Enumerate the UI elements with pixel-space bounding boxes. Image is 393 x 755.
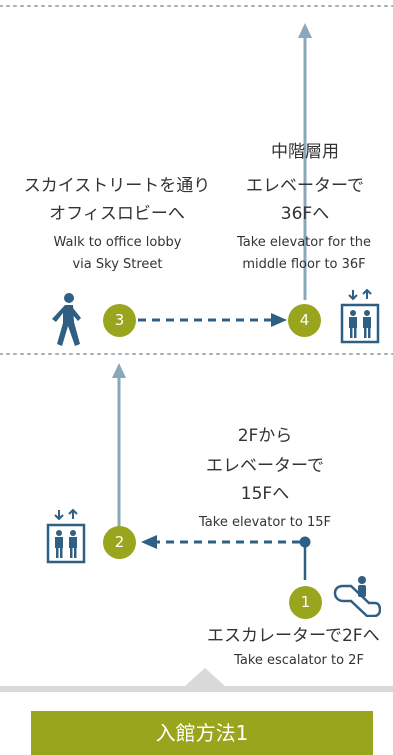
step2-en: Take elevator to 15F bbox=[199, 515, 331, 530]
step2-ja-line1: 2Fから bbox=[237, 426, 293, 446]
footer-pointer bbox=[185, 668, 225, 686]
arrowhead-up-15f bbox=[112, 363, 126, 378]
arrowhead-left bbox=[141, 535, 157, 549]
step3-ja-line2: オフィスロビーへ bbox=[49, 204, 185, 224]
step-badge-2: 2 bbox=[103, 526, 136, 559]
step2-ja-line2: エレベーターで bbox=[206, 456, 324, 476]
step4-ja-line1: 中階層用 bbox=[271, 142, 339, 162]
step3-en-line1: Walk to office lobby bbox=[53, 235, 182, 250]
footer-title: 入館方法1 bbox=[31, 711, 373, 755]
step4-en-line2: middle floor to 36F bbox=[242, 257, 366, 272]
step3-ja-line1: スカイストリートを通り bbox=[23, 176, 211, 196]
step1-ja: エスカレーターで2Fへ bbox=[207, 626, 380, 646]
step-badge-1: 1 bbox=[289, 586, 322, 619]
elevator-icon bbox=[46, 508, 86, 564]
step-badge-4: 4 bbox=[288, 304, 321, 337]
walking-person-icon bbox=[52, 293, 81, 346]
step4-ja-line3: 36Fへ bbox=[280, 204, 330, 224]
step2-ja-line3: 15Fへ bbox=[240, 484, 290, 504]
step4-en-line1: Take elevator for the bbox=[236, 235, 372, 250]
arrowhead-right bbox=[271, 313, 287, 327]
elevator-icon bbox=[340, 288, 380, 344]
step1-en: Take escalator to 2F bbox=[234, 653, 364, 668]
escalator-icon bbox=[333, 576, 381, 617]
connector-dot bbox=[299, 536, 311, 548]
step3-en-line2: via Sky Street bbox=[72, 257, 163, 272]
step4-ja-line2: エレベーターで bbox=[246, 176, 364, 196]
arrowhead-up-36f bbox=[298, 23, 312, 38]
step-badge-3: 3 bbox=[103, 304, 136, 337]
